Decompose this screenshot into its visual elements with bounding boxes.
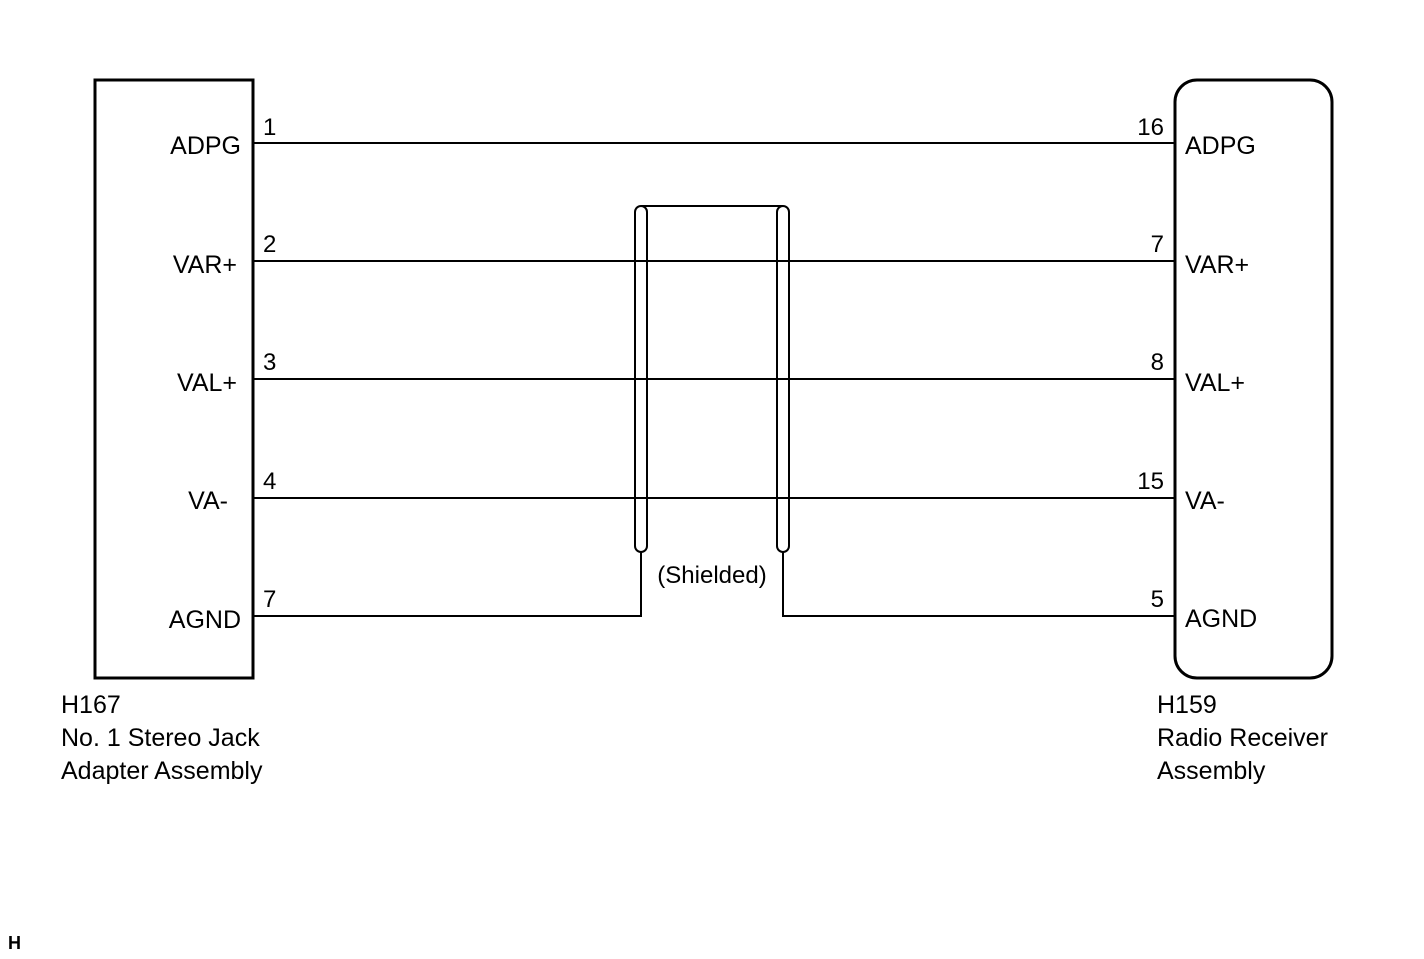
left-pin-number: 4 [263,468,276,495]
right-pin-number: 5 [1151,586,1164,613]
shield-label: (Shielded) [657,562,766,589]
right-connector-name-line2: Assembly [1157,757,1266,785]
left-connector-name-line2: Adapter Assembly [61,757,263,785]
left-connector-name-line1: No. 1 Stereo Jack [61,724,260,752]
left-pin-number: 2 [263,231,276,258]
right-signal-label: ADPG [1185,132,1256,160]
right-signal-label: AGND [1185,605,1257,633]
right-signal-label: VAL+ [1185,369,1245,397]
right-pin-number: 15 [1137,468,1164,495]
right-signal-label: VAR+ [1185,251,1249,279]
left-signal-label: AGND [169,606,241,634]
wire-agnd-right-segment [782,550,1175,617]
left-pin-number: 3 [263,349,276,376]
left-pin-number: 7 [263,586,276,613]
right-connector-name-line1: Radio Receiver [1157,724,1328,752]
shield [634,205,790,553]
right-signal-label: VA- [1185,487,1225,515]
corner-mark: H [8,933,21,953]
left-signal-label: ADPG [170,132,241,160]
right-pin-number: 16 [1137,114,1164,141]
right-connector-id: H159 [1157,691,1217,719]
right-pin-number: 8 [1151,349,1164,376]
left-signal-label: VA- [188,487,228,515]
left-connector-id: H167 [61,691,121,719]
left-signal-label: VAL+ [177,369,237,397]
left-signal-label: VAR+ [173,251,237,279]
wire-agnd-left-segment [253,550,642,617]
right-pin-number: 7 [1151,231,1164,258]
left-pin-number: 1 [263,114,276,141]
